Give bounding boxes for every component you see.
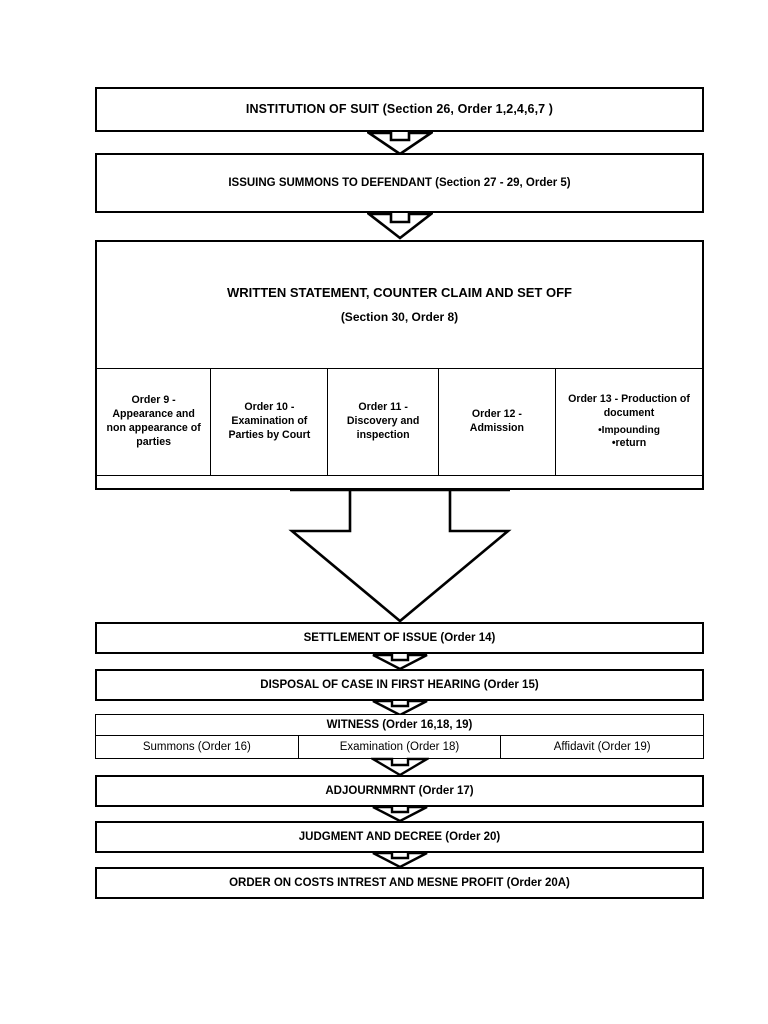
arrow-witness-to-adjournment [371,757,429,777]
node-order-on-costs: ORDER ON COSTS INTREST AND MESNE PROFIT … [95,867,704,899]
node-written-statement-block: WRITTEN STATEMENT, COUNTER CLAIM AND SET… [95,240,704,490]
node-judgment-and-decree: JUDGMENT AND DECREE (Order 20) [95,821,704,853]
witness-cell-examination-label: Examination (Order 18) [339,740,460,753]
order-13-line-1: Order 13 - Production of [568,392,690,405]
order-13-line-2: document [603,406,655,419]
order-10-line-1: Order 10 - [244,401,295,414]
arrow-disposal-to-witness [371,699,429,717]
node-disposal-of-case-label: DISPOSAL OF CASE IN FIRST HEARING (Order… [260,678,539,691]
order-cell-order-13: Order 13 - Production of document •Impou… [556,369,702,475]
node-witness-block: WITNESS (Order 16,18, 19) Summons (Order… [95,714,704,759]
order-12-line-2: Admission [469,422,524,434]
node-witness-title: WITNESS (Order 16,18, 19) [96,715,703,736]
node-disposal-of-case: DISPOSAL OF CASE IN FIRST HEARING (Order… [95,669,704,701]
order-11-line-1: Order 11 - [358,401,408,414]
order-13-bullet-return: •return [611,437,647,450]
arrow-written-statement-to-settlement [288,488,512,624]
node-settlement-of-issue-label: SETTLEMENT OF ISSUE (Order 14) [303,631,496,644]
witness-cell-affidavit-label: Affidavit (Order 19) [553,740,651,753]
node-judgment-and-decree-label: JUDGMENT AND DECREE (Order 20) [298,830,501,843]
order-11-line-2: Discovery and [346,415,420,428]
order-12-line-1: Order 12 - [471,408,522,421]
arrow-adjournment-to-judgment [371,805,429,823]
arrow-settlement-to-disposal [371,653,429,671]
order-cell-order-10: Order 10 - Examination of Parties by Cou… [211,369,329,475]
witness-cell-summons-label: Summons (Order 16) [142,740,251,753]
arrow-judgment-to-order-costs [371,851,429,869]
orders-row: Order 9 - Appearance and non appearance … [97,368,702,476]
witness-cell-affidavit: Affidavit (Order 19) [501,735,703,758]
order-10-line-2: Examination of [231,415,308,428]
order-13-bullet-impounding: •Impounding [598,424,660,436]
order-9-line-3: non appearance of [106,422,201,434]
witness-row: Summons (Order 16) Examination (Order 18… [96,735,703,758]
written-statement-line-2: (Section 30, Order 8) [340,309,459,324]
node-issuing-summons: ISSUING SUMMONS TO DEFENDANT (Section 27… [95,153,704,213]
node-order-on-costs-label: ORDER ON COSTS INTREST AND MESNE PROFIT … [229,876,570,889]
order-cell-order-12: Order 12 - Admission [439,369,556,475]
order-cell-order-11: Order 11 - Discovery and inspection [328,369,439,475]
arrow-institution-to-summons [367,131,433,156]
written-statement-line-1: WRITTEN STATEMENT, COUNTER CLAIM AND SET… [227,285,572,301]
order-cell-order-9: Order 9 - Appearance and non appearance … [97,369,212,475]
order-9-line-4: parties [136,435,171,448]
node-written-statement-title: WRITTEN STATEMENT, COUNTER CLAIM AND SET… [97,242,702,368]
order-10-line-3: Parties by Court [228,428,311,441]
order-11-line-3: inspection [356,428,410,441]
node-witness-label: WITNESS (Order 16,18, 19) [326,719,473,731]
witness-cell-examination: Examination (Order 18) [299,735,502,758]
node-adjournment: ADJOURNMRNT (Order 17) [95,775,704,807]
node-institution-of-suit-label: INSTITUTION OF SUIT (Section 26, Order 1… [245,101,554,116]
node-adjournment-label: ADJOURNMRNT (Order 17) [325,784,474,797]
node-settlement-of-issue: SETTLEMENT OF ISSUE (Order 14) [95,622,704,654]
witness-cell-summons: Summons (Order 16) [96,735,299,758]
order-9-line-2: Appearance and [112,408,195,421]
order-9-line-1: Order 9 - [131,394,176,407]
arrow-summons-to-written-statement [367,212,433,240]
node-institution-of-suit: INSTITUTION OF SUIT (Section 26, Order 1… [95,87,704,132]
node-issuing-summons-label: ISSUING SUMMONS TO DEFENDANT (Section 27… [228,176,571,189]
